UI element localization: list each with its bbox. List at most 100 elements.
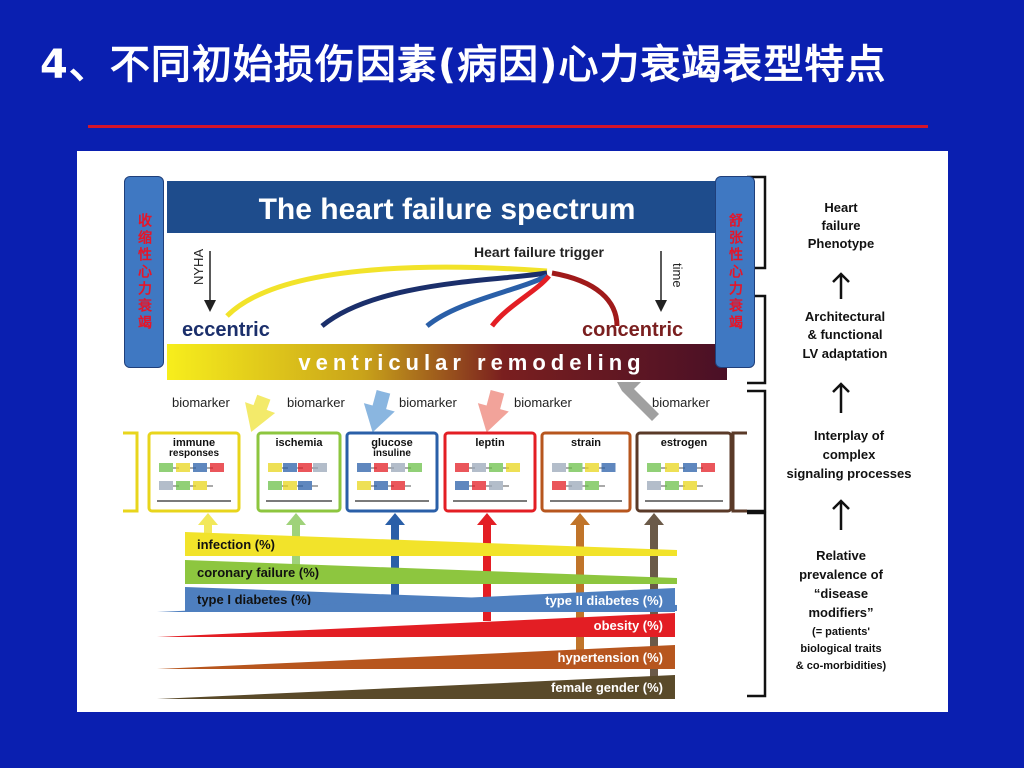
nyha-label: NYHA [191,249,206,285]
pathway-node [455,481,469,490]
modifier-wedge-shape [185,560,677,584]
pathway-node [647,481,661,490]
pathway-node [665,463,679,472]
biomarker-label: biomarker [287,395,345,410]
pathway-node [665,481,679,490]
prevalence-line: (= patients' [812,626,870,638]
signaling-box-label: leptin [475,437,505,449]
signaling-box-label: strain [571,437,601,449]
up-arrow-pink [477,390,509,433]
signaling-box-label: ischemia [275,437,323,449]
trigger-arrow-darkred [551,270,620,327]
title-divider [88,125,928,128]
brace-adaptation [747,294,767,385]
pathway-node [489,481,503,490]
pathway-node [176,463,190,472]
prevalence-line: modifiers” [808,605,873,620]
signaling-box: strain [540,431,632,513]
pathway-node [298,463,312,472]
phenotype-line: Phenotype [808,236,874,251]
remodeling-bar [167,344,727,380]
box-row-left-bracket [123,431,139,513]
modifier-wedges: infection (%) coronary failure (%) type I … [157,532,677,699]
up-arrow-head [570,513,590,525]
adaptation-line: LV adaptation [803,346,888,361]
interplay-line: Interplay of [814,428,885,443]
remodeling-label: ventricular remodeling [298,350,645,375]
modifier-wedge: infection (%) [185,532,677,556]
modifier-wedge-shape [157,588,675,612]
trigger-arrow-red [490,274,551,328]
signaling-box-label: estrogen [661,437,708,449]
adaptation-line: & functional [807,327,882,342]
up-arrow-blue [363,390,395,433]
pathway-node [357,463,371,472]
pathway-node [472,463,486,472]
pathway-node [374,463,388,472]
phenotype-line: Heart [824,200,858,215]
pathway-node [408,463,422,472]
prevalence-line: prevalence of [799,567,883,582]
modifier-wedge-shape [185,532,677,556]
signaling-box: leptin [443,431,537,513]
modifier-wedge: obesity (%) [157,613,675,637]
pathway-node [283,463,297,472]
pathway-node [176,481,190,490]
modifier-label: hypertension (%) [558,650,663,665]
banner [167,181,727,233]
up-arrow-head [198,513,218,525]
modifier-wedge: hypertension (%) [157,645,675,669]
modifier-wedge: coronary failure (%) [185,560,677,584]
signaling-box-label: responses [169,448,219,459]
pathway-node [298,481,312,490]
modifier-label: type II diabetes (%) [545,593,663,608]
up-arrow [570,513,590,651]
signaling-box: ischemia [256,431,342,513]
trigger-arrow-yellow [225,264,548,318]
modifier-label: infection (%) [197,537,275,552]
up-arrow-2 [832,382,850,413]
prevalence-line: biological traits [800,643,881,655]
modifier-wedge: female gender (%) [157,675,675,699]
interplay-line: signaling processes [787,466,912,481]
pathway-node [552,481,566,490]
phenotype-line: failure [821,218,860,233]
up-arrow-shaft [391,523,399,597]
concentric-label: concentric [582,319,683,341]
up-arrow [385,513,405,597]
pathway-node [683,463,697,472]
pathway-node [391,463,405,472]
pathway-node [283,481,297,490]
pathway-node [647,463,661,472]
trigger-label: Heart failure trigger [474,244,604,260]
pathway-node [506,463,520,472]
systolic-hf-badge: 收缩性心力衰竭 [124,176,164,368]
modifier-label: coronary failure (%) [197,565,319,580]
prevalence-line: “disease [814,586,868,601]
brace-prevalence [747,511,767,698]
pathway-node [601,463,616,472]
pathway-node [455,463,469,472]
pathway-node [683,481,697,490]
pathway-node [585,463,599,472]
adaptation-line: Architectural [805,309,885,324]
pathway-diagram-icon [157,463,231,502]
up-arrow-head [477,513,497,525]
pathway-node [391,481,405,490]
signaling-box-label: glucose [371,437,413,449]
pathway-diagram-icon [645,463,723,502]
eccentric-label: eccentric [182,319,270,341]
pathway-node [268,481,282,490]
prevalence-line: & co-morbidities) [796,660,887,672]
modifier-label: type I diabetes (%) [197,592,311,607]
up-arrow-3 [832,499,850,530]
up-arrow-head [644,513,664,525]
brace-phenotype [747,175,767,270]
pathway-node [568,463,583,472]
prevalence-line: Relative [816,548,866,563]
trigger-arrow-navy [320,270,548,328]
pathway-node [552,463,566,472]
pathway-node [193,463,207,472]
up-arrow-yellow [245,394,276,432]
